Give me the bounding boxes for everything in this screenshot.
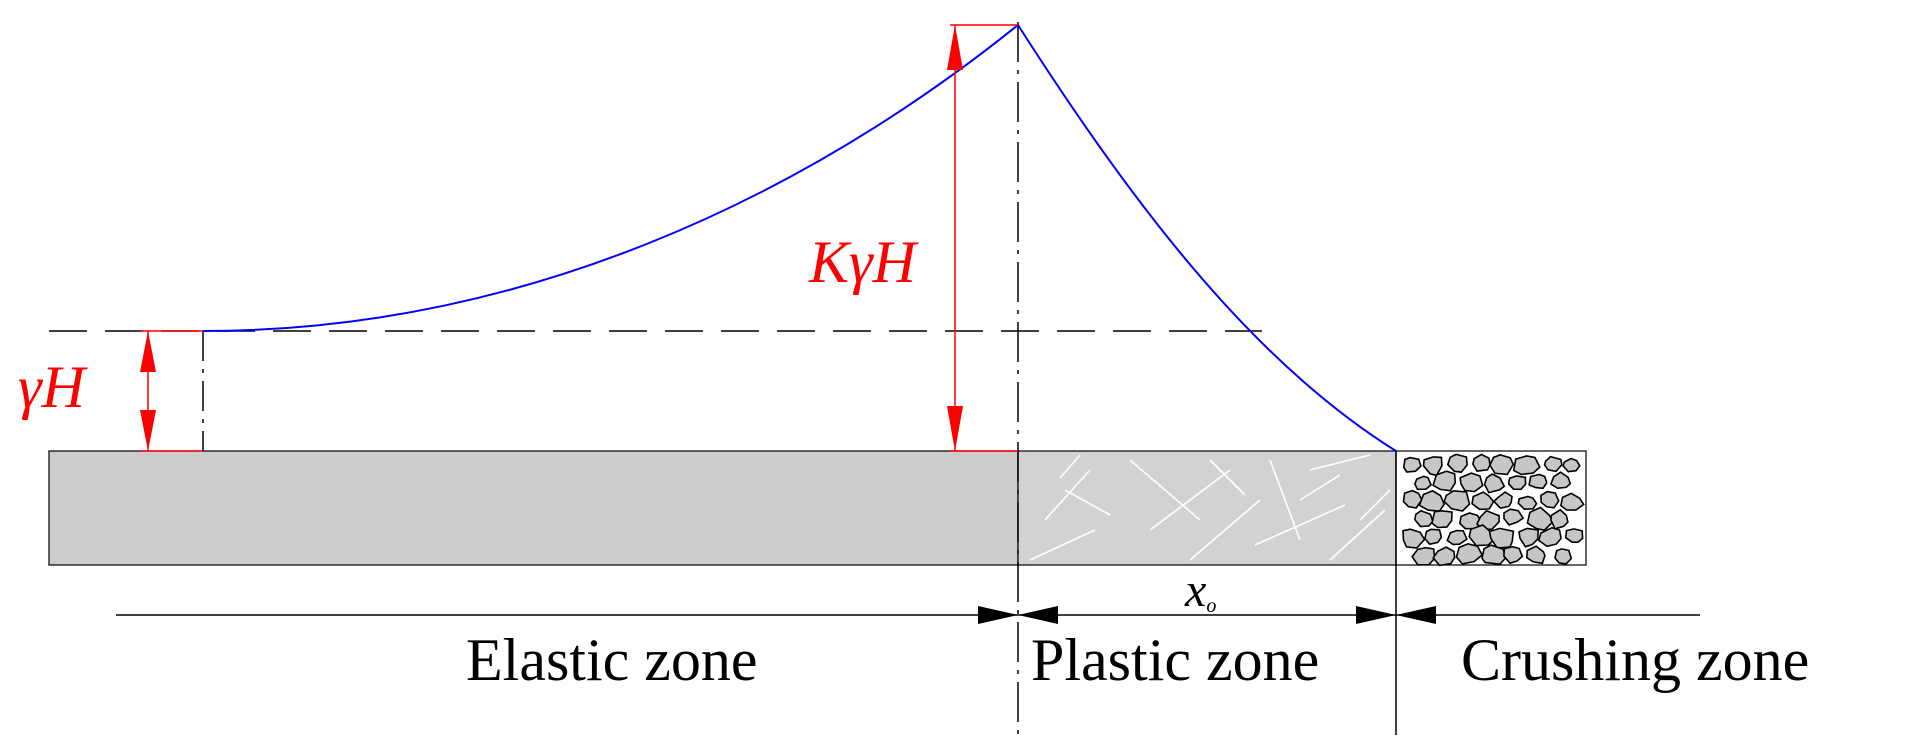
fracture-lines bbox=[1029, 454, 1391, 561]
crushing-zone-label: Crushing zone bbox=[1461, 627, 1809, 693]
stress-curve bbox=[202, 23, 1397, 452]
rubble-stone bbox=[1554, 548, 1573, 565]
rubble-stone bbox=[1503, 545, 1524, 565]
rubble-stone bbox=[1507, 475, 1527, 491]
rubble-stone bbox=[1526, 506, 1555, 532]
rubble-stone bbox=[1446, 529, 1468, 546]
plastic-width-subscript: o bbox=[1206, 595, 1216, 617]
coal-seam bbox=[48, 450, 1587, 567]
rubble-stone bbox=[1518, 527, 1539, 548]
rubble-stone bbox=[1443, 489, 1471, 512]
rubble-stone bbox=[1503, 508, 1525, 526]
rubble-stone bbox=[1564, 528, 1584, 544]
rubble-stone bbox=[1424, 528, 1443, 546]
rubble-stone bbox=[1411, 546, 1436, 566]
plastic-width-label: xo bbox=[1184, 564, 1216, 617]
rubble-stone bbox=[1537, 526, 1562, 548]
elastic-zone-seam bbox=[48, 450, 1019, 566]
rubble-stone bbox=[1414, 475, 1433, 491]
rubble-stone bbox=[1402, 528, 1426, 549]
rubble-stone bbox=[1472, 453, 1491, 472]
rubble-stone bbox=[1432, 470, 1457, 492]
rubble-stone bbox=[1402, 489, 1423, 509]
peak-stress-dimension bbox=[947, 24, 1018, 452]
rubble-stone bbox=[1517, 495, 1538, 511]
rubble-stones bbox=[1402, 453, 1585, 567]
rubble-stone bbox=[1455, 542, 1484, 565]
rubble-stone bbox=[1446, 453, 1468, 473]
in-situ-stress-label: γH bbox=[18, 354, 89, 420]
rubble-stone bbox=[1543, 455, 1563, 473]
rubble-stone bbox=[1528, 473, 1548, 490]
rubble-stone bbox=[1562, 457, 1581, 473]
plastic-width-dimension bbox=[116, 606, 1700, 624]
rubble-stone bbox=[1512, 455, 1541, 476]
plastic-zone-label: Plastic zone bbox=[1031, 627, 1319, 693]
rubble-stone bbox=[1549, 471, 1572, 490]
rubble-stone bbox=[1468, 524, 1496, 547]
rubble-stone bbox=[1414, 509, 1434, 528]
rubble-stone bbox=[1431, 509, 1453, 529]
rubble-stone bbox=[1540, 490, 1560, 509]
rubble-stone bbox=[1402, 456, 1422, 473]
rubble-stone bbox=[1481, 544, 1507, 566]
rubble-stone bbox=[1432, 546, 1456, 567]
rubble-stone bbox=[1525, 545, 1546, 565]
in-situ-stress-dimension bbox=[140, 330, 203, 452]
rubble-stone bbox=[1471, 491, 1495, 511]
plastic-width-symbol: x bbox=[1184, 564, 1206, 617]
rubble-stone bbox=[1459, 472, 1484, 493]
peak-stress-label: KγH bbox=[808, 229, 920, 295]
crushing-zone-rubble bbox=[1395, 450, 1587, 567]
rubble-stone bbox=[1492, 491, 1513, 509]
rubble-stone bbox=[1488, 454, 1515, 476]
rubble-stone bbox=[1550, 508, 1569, 530]
rubble-stone bbox=[1560, 492, 1585, 511]
rubble-stone bbox=[1483, 473, 1506, 494]
elastic-zone-label: Elastic zone bbox=[466, 627, 758, 693]
